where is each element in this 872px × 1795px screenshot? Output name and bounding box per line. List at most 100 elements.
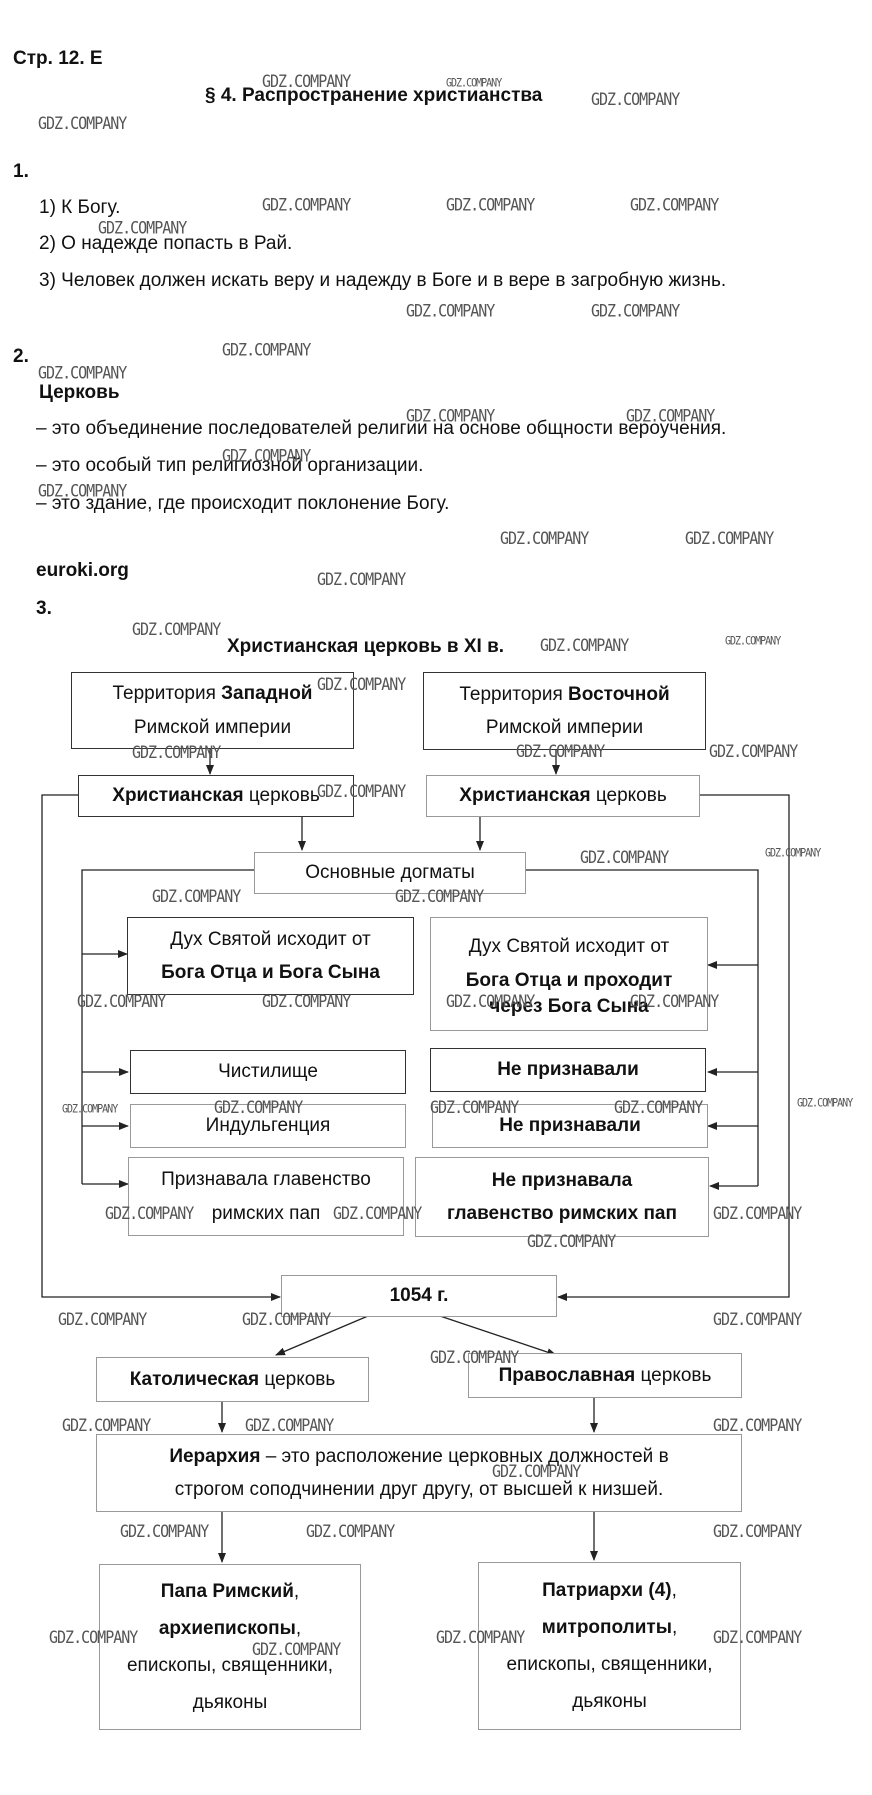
catholic-church-box: Католическая церковь [96,1357,369,1402]
watermark: GDZ.COMPANY [252,1638,341,1660]
watermark: GDZ.COMPANY [242,1308,331,1330]
west-purgatory-box: Чистилище [130,1050,406,1094]
east-church-bold: Христианская [459,785,591,807]
watermark: GDZ.COMPANY [500,527,589,549]
hierarchy-box: Иерархия – это расположение церковных до… [96,1434,742,1512]
hierarchy-line-1: – это расположение церковных должностей … [260,1445,669,1467]
watermark: GDZ.COMPANY [120,1520,209,1542]
dogmas-box: Основные догматы [254,852,526,894]
watermark: GDZ.COMPANY [62,1103,118,1116]
watermark: GDZ.COMPANY [98,217,187,239]
watermark: GDZ.COMPANY [406,300,495,322]
east-territory-empire: Римской империи [485,717,644,738]
watermark: GDZ.COMPANY [713,1626,802,1648]
east-territory-prefix: Территория [459,683,569,705]
west-indulgence-label: Индульгенция [205,1115,331,1137]
west-spirit-box: Дух Святой исходит от Бога Отца и Бога С… [127,917,414,995]
watermark: GDZ.COMPANY [222,445,311,467]
watermark: GDZ.COMPANY [713,1520,802,1542]
watermark: GDZ.COMPANY [222,339,311,361]
catholic-word: церковь [259,1368,336,1390]
watermark: GDZ.COMPANY [446,990,535,1012]
east-pope-box: Не признавала главенство римских пап [415,1157,709,1237]
watermark: GDZ.COMPANY [262,990,351,1012]
catholic-ranks-box: Папа Римский, архиепископы, епископы, св… [99,1564,361,1730]
watermark: GDZ.COMPANY [317,568,406,590]
watermark: GDZ.COMPANY [626,405,715,427]
question-3-number: 3. [36,598,52,619]
watermark: GDZ.COMPANY [709,740,798,762]
watermark: GDZ.COMPANY [62,1414,151,1436]
west-territory-name: Западной [221,683,313,705]
east-church-word: церковь [590,785,667,807]
q2-definition-1: – это объединение последователей религии… [36,418,727,439]
watermark: GDZ.COMPANY [49,1626,138,1648]
east-spirit-line-1: Дух Святой исходит от [468,936,670,958]
orthodox-rank-line-4: дьяконы [572,1691,647,1713]
q1-answer-2: 2) О надежде попасть в Рай. [39,233,293,254]
east-pope-line-1: Не признавала [491,1169,633,1191]
watermark: GDZ.COMPANY [540,634,629,656]
watermark: GDZ.COMPANY [132,618,221,640]
catholic-rank-sep-1: , [293,1580,300,1602]
orthodox-bold: Православная [498,1364,636,1386]
watermark: GDZ.COMPANY [152,885,241,907]
orthodox-church-box: Православная церковь [468,1353,742,1398]
watermark: GDZ.COMPANY [77,990,166,1012]
east-spirit-line-3: через Бога Сына [489,995,649,1017]
page-reference: Стр. 12. Е [13,48,103,69]
watermark: GDZ.COMPANY [38,112,127,134]
orthodox-rank-sep-2: , [671,1616,678,1638]
watermark: GDZ.COMPANY [713,1202,802,1224]
watermark: GDZ.COMPANY [527,1230,616,1252]
west-territory-prefix: Территория [112,683,222,705]
east-spirit-line-2: Бога Отца и проходит [465,969,673,991]
watermark: GDZ.COMPANY [797,1097,853,1110]
west-church-word: церковь [243,785,320,807]
east-pope-line-2: главенство римских пап [447,1203,677,1224]
orthodox-word: церковь [635,1364,712,1386]
east-indulgence-box: Не признавали [432,1104,708,1148]
watermark: GDZ.COMPANY [446,77,502,90]
watermark: GDZ.COMPANY [591,300,680,322]
catholic-rank-line-4: дьяконы [192,1692,268,1714]
q1-answer-3: 3) Человек должен искать веру и надежду … [39,270,727,291]
question-2-number: 2. [13,346,29,367]
west-spirit-line-1: Дух Святой исходит от [170,928,371,950]
watermark: GDZ.COMPANY [38,480,127,502]
watermark: GDZ.COMPANY [446,194,535,216]
watermark: GDZ.COMPANY [430,1346,519,1368]
west-church-box: Христианская церковь [78,775,354,817]
diagram-title: Христианская церковь в XI в. [227,636,505,657]
watermark: GDZ.COMPANY [516,740,605,762]
catholic-rank-pope: Папа Римский [160,1580,294,1602]
watermark: GDZ.COMPANY [630,990,719,1012]
watermark: GDZ.COMPANY [725,635,781,648]
west-pope-line-2: римских пап [211,1202,321,1224]
watermark: GDZ.COMPANY [317,673,406,695]
west-pope-box: Признавала главенство римских пап [128,1157,404,1236]
watermark: GDZ.COMPANY [713,1308,802,1330]
west-spirit-line-2: Бога Отца и Бога Сына [161,962,380,983]
watermark: GDZ.COMPANY [685,527,774,549]
watermark: GDZ.COMPANY [214,1096,303,1118]
orthodox-rank-metropolitans: митрополиты [541,1616,672,1638]
west-pope-line-1: Признавала главенство [161,1169,371,1191]
dogmas-label: Основные догматы [305,862,475,884]
q2-term: Церковь [39,382,120,403]
watermark: GDZ.COMPANY [306,1520,395,1542]
watermark: GDZ.COMPANY [262,194,351,216]
watermark: GDZ.COMPANY [38,362,127,384]
watermark: GDZ.COMPANY [262,70,351,92]
catholic-bold: Католическая [129,1368,260,1390]
catholic-rank-archbishops: архиепископы [158,1617,296,1639]
watermark: GDZ.COMPANY [245,1414,334,1436]
q2-definition-2: – это особый тип религиозной организации… [36,455,424,476]
watermark: GDZ.COMPANY [333,1202,422,1224]
orthodox-rank-sep-1: , [671,1579,677,1601]
east-territory-box: Территория Восточной Римской империи [423,672,706,750]
watermark: GDZ.COMPANY [614,1096,703,1118]
watermark: GDZ.COMPANY [436,1626,525,1648]
west-purgatory-label: Чистилище [218,1061,318,1083]
